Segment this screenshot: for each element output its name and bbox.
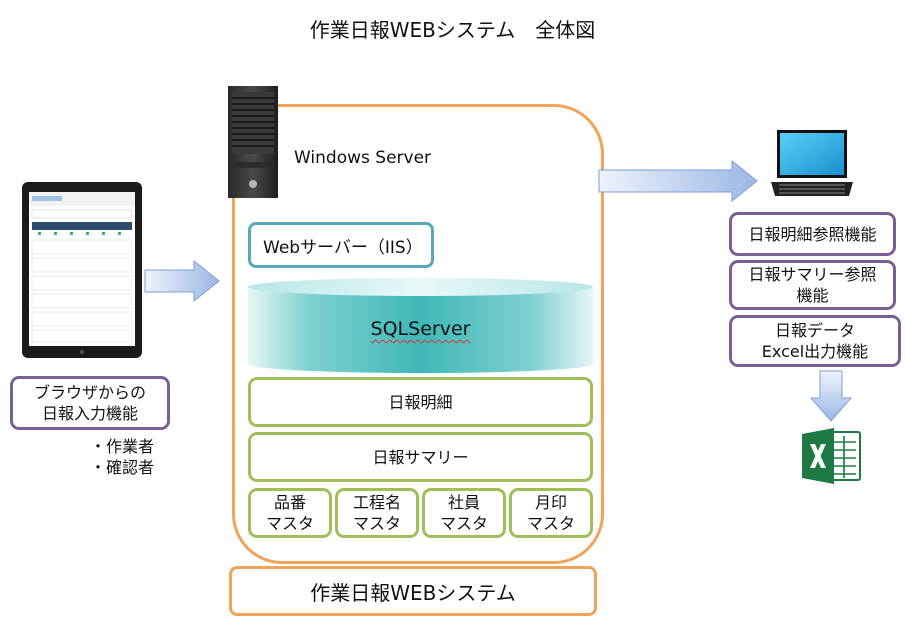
excel-export-function: 日報データ Excel出力機能 (729, 315, 901, 367)
master-line1: 品番 (273, 493, 306, 512)
master-box-employee: 社員 マスタ (422, 488, 506, 538)
master-line2: マスタ (439, 514, 488, 533)
tablet-icon (22, 182, 142, 358)
function-line1: 日報データ (774, 321, 855, 340)
master-box-process: 工程名 マスタ (335, 488, 419, 538)
table-summary: 日報サマリー (248, 432, 593, 482)
master-line2: マスタ (526, 514, 575, 533)
function-line2: 日報入力機能 (41, 404, 138, 423)
master-box-product: 品番 マスタ (248, 488, 332, 538)
detail-view-function: 日報明細参照機能 (729, 212, 896, 256)
master-line1: 社員 (447, 493, 480, 512)
master-line1: 工程名 (352, 493, 401, 512)
function-line1: ブラウザからの (33, 383, 146, 402)
function-line2: 機能 (796, 286, 829, 305)
function-line1: 日報サマリー参照 (748, 265, 877, 284)
arrow-right-icon (144, 260, 220, 302)
user-item: ・作業者 (90, 437, 155, 456)
web-server-box: Webサーバー（IIS） (248, 222, 434, 268)
user-list: ・作業者 ・確認者 (90, 436, 154, 478)
user-item: ・確認者 (90, 458, 155, 477)
windows-server-label: Windows Server (294, 148, 432, 168)
function-line2: Excel出力機能 (761, 342, 869, 361)
arrow-down-icon (810, 370, 852, 422)
server-frame (232, 104, 604, 564)
table-detail: 日報明細 (248, 377, 593, 427)
summary-view-function: 日報サマリー参照 機能 (729, 260, 896, 310)
database-label: SQLServer (248, 318, 593, 340)
database-cylinder-icon (248, 278, 593, 373)
server-tower-icon (228, 86, 278, 198)
diagram-title: 作業日報WEBシステム 全体図 (309, 18, 596, 42)
excel-icon (802, 428, 861, 484)
arrow-right-icon (598, 160, 758, 202)
database-name: SQLServer (370, 318, 471, 340)
master-line2: マスタ (265, 514, 314, 533)
browser-input-function: ブラウザからの 日報入力機能 (10, 376, 170, 430)
master-line2: マスタ (352, 514, 401, 533)
master-line1: 月印 (534, 493, 567, 512)
laptop-icon (771, 130, 853, 196)
system-name-box: 作業日報WEBシステム (229, 566, 597, 616)
master-box-stamp: 月印 マスタ (509, 488, 593, 538)
